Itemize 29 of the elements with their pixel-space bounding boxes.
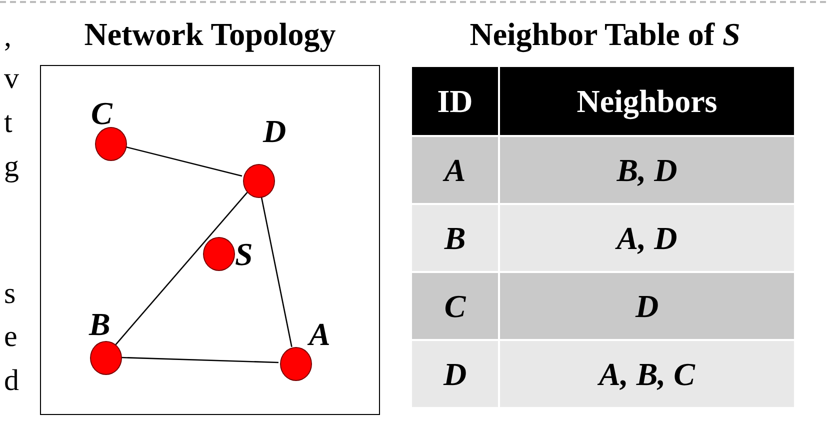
table-cell: C xyxy=(411,272,499,340)
connector-line xyxy=(126,146,242,177)
connector-line xyxy=(115,192,248,345)
header-cell: Neighbors xyxy=(499,66,795,136)
text-fragment: t xyxy=(4,106,12,140)
table-cell: B, D xyxy=(499,136,795,204)
table-cell: A, B, C xyxy=(499,340,795,408)
text-fragment: v xyxy=(4,62,19,96)
table-cell: A, D xyxy=(499,204,795,272)
table-cell: D xyxy=(499,272,795,340)
text-fragment: s xyxy=(4,277,16,311)
node-label: A xyxy=(309,318,330,350)
node-label: S xyxy=(235,238,253,270)
table-title: Neighbor Table of S xyxy=(468,16,742,53)
node-label: B xyxy=(89,308,110,340)
table-cell: D xyxy=(411,340,499,408)
panel-heading: Network Topology xyxy=(83,16,337,53)
table-cell: A xyxy=(411,136,499,204)
table-cell: B xyxy=(411,204,499,272)
node-label: D xyxy=(263,115,286,147)
text-fragment: g xyxy=(4,150,19,184)
header-cell: ID xyxy=(411,66,499,136)
node-label: C xyxy=(91,97,112,129)
text-fragment: , xyxy=(4,20,12,54)
connector-line xyxy=(260,196,292,347)
panel-frame xyxy=(40,65,380,415)
text-fragment: e xyxy=(4,320,18,354)
connector-line xyxy=(121,356,279,364)
text-fragment: d xyxy=(4,364,19,398)
